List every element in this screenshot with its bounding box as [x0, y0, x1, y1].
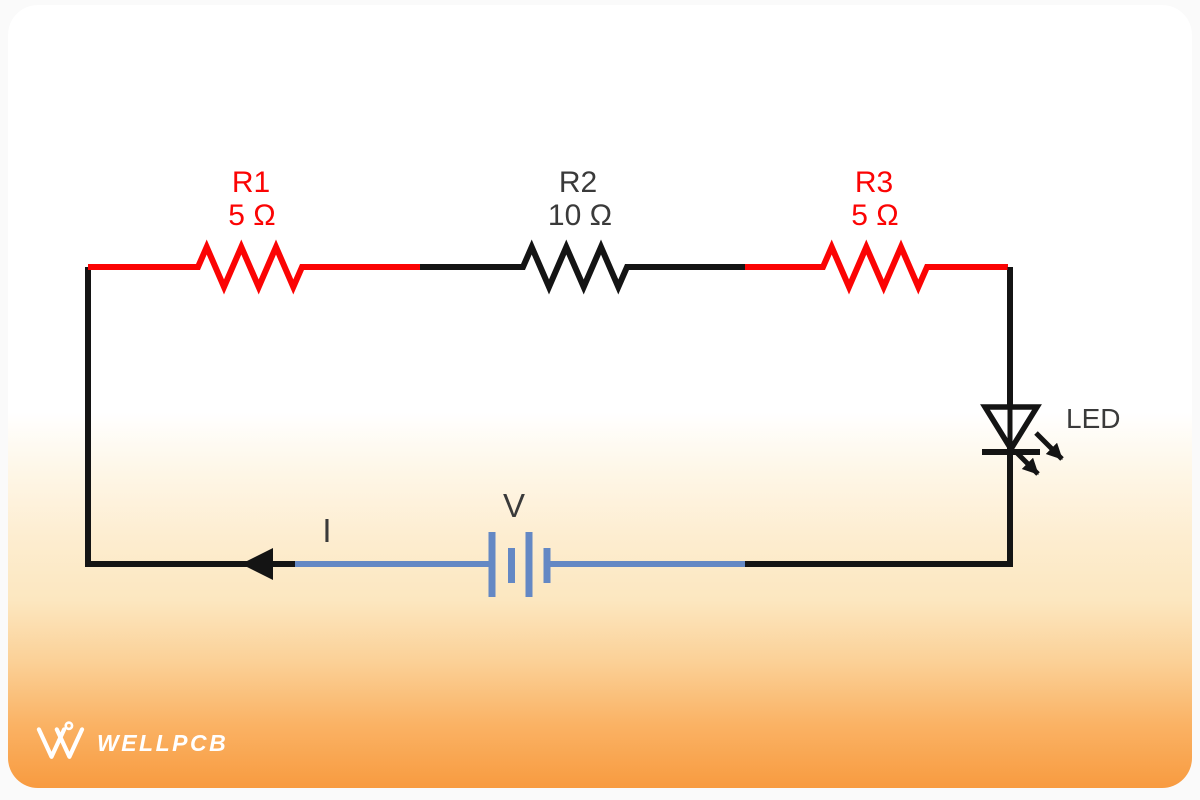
resistor-r3-name: R3 — [855, 166, 893, 199]
resistor-r1-name: R1 — [232, 166, 270, 199]
resistor-r3: R3 5 Ω — [745, 166, 1008, 295]
resistor-r3-symbol — [745, 239, 1008, 295]
current-arrowhead — [241, 548, 273, 580]
current-indicator: I — [241, 512, 332, 580]
wire-right-and-bottom — [745, 267, 1013, 567]
current-label: I — [322, 512, 331, 549]
led-light-arrow-2 — [1015, 451, 1040, 476]
resistor-r1: R1 5 Ω — [88, 166, 420, 295]
diagram-card: R1 5 Ω R2 10 Ω R3 5 Ω L — [8, 5, 1192, 788]
resistor-r3-value: 5 Ω — [851, 199, 898, 232]
wire-left-and-bottom — [85, 267, 295, 567]
battery: V — [295, 487, 745, 597]
led-light-arrow-1 — [1034, 431, 1064, 461]
resistor-r2: R2 10 Ω — [420, 166, 745, 295]
resistor-r2-value: 10 Ω — [548, 199, 612, 232]
led: LED — [980, 267, 1120, 564]
brand-logo: WELLPCB — [35, 721, 228, 761]
wellpcb-logo-icon — [36, 721, 85, 759]
resistor-r2-symbol — [420, 239, 745, 295]
led-label: LED — [1066, 403, 1120, 434]
brand-name: WELLPCB — [97, 729, 229, 756]
resistor-r2-name: R2 — [559, 166, 597, 199]
resistor-r1-symbol — [88, 239, 420, 295]
circuit-diagram: R1 5 Ω R2 10 Ω R3 5 Ω L — [85, 166, 1120, 597]
resistor-r1-value: 5 Ω — [228, 199, 275, 232]
battery-label: V — [503, 487, 525, 524]
